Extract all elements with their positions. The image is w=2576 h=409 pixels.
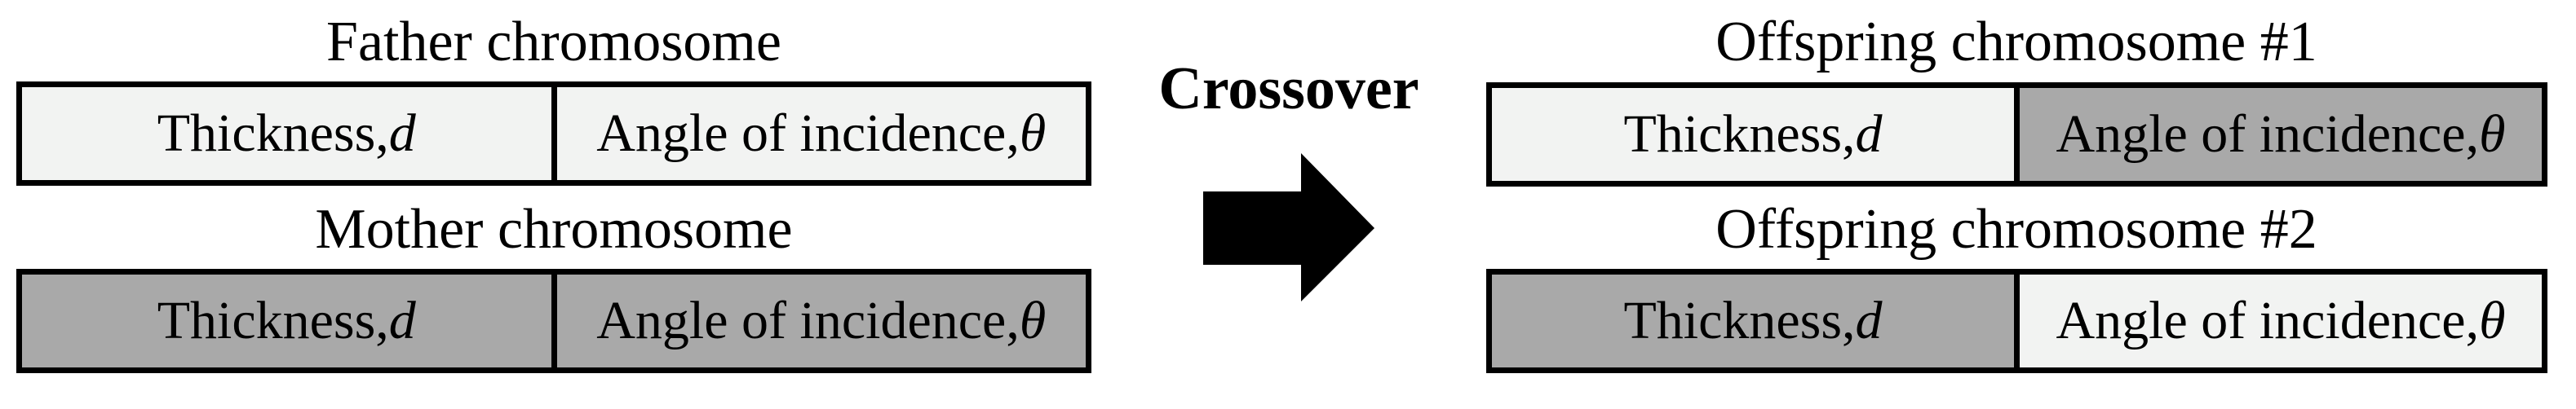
mother-gene-thickness: Thickness, d [22,275,551,367]
offspring-chromosome-2-title: Offspring chromosome #2 [1715,198,2317,261]
offspring2-gene-angle: Angle of incidence, θ [2014,275,2542,367]
gene-symbol-d: d [1855,104,1883,164]
gene-label-prefix: Angle of incidence, [2056,291,2480,350]
mother-gene-angle: Angle of incidence, θ [551,275,1086,367]
gene-symbol-theta: θ [1019,103,1047,163]
gene-label-prefix: Angle of incidence, [2056,104,2480,164]
mother-chromosome: Thickness, d Angle of incidence, θ [16,269,1091,373]
offspring-chromosome-1-title: Offspring chromosome #1 [1715,11,2317,73]
gene-symbol-theta: θ [1019,291,1047,350]
father-gene-thickness: Thickness, d [22,87,551,180]
offspring-chromosome-2: Thickness, d Angle of incidence, θ [1486,269,2547,373]
offspring-chromosome-1: Thickness, d Angle of incidence, θ [1486,82,2547,187]
father-gene-angle: Angle of incidence, θ [551,87,1086,180]
gene-label-prefix: Angle of incidence, [596,103,1020,163]
gene-label-prefix: Thickness, [157,291,389,350]
gene-symbol-theta: θ [2479,104,2506,164]
crossover-arrow-icon [1203,153,1374,301]
gene-symbol-d: d [1855,291,1883,350]
offspring2-gene-thickness: Thickness, d [1492,275,2014,367]
father-chromosome: Thickness, d Angle of incidence, θ [16,81,1091,186]
gene-label-prefix: Thickness, [157,103,389,163]
gene-label-prefix: Thickness, [1623,104,1856,164]
gene-label-prefix: Thickness, [1623,291,1856,350]
father-chromosome-title: Father chromosome [326,11,781,73]
gene-symbol-d: d [388,103,416,163]
offspring1-gene-thickness: Thickness, d [1492,88,2014,181]
mother-chromosome-title: Mother chromosome [315,198,793,261]
gene-label-prefix: Angle of incidence, [596,291,1020,350]
crossover-label: Crossover [1158,55,1419,122]
gene-symbol-d: d [388,291,416,350]
gene-symbol-theta: θ [2479,291,2506,350]
offspring1-gene-angle: Angle of incidence, θ [2014,88,2542,181]
